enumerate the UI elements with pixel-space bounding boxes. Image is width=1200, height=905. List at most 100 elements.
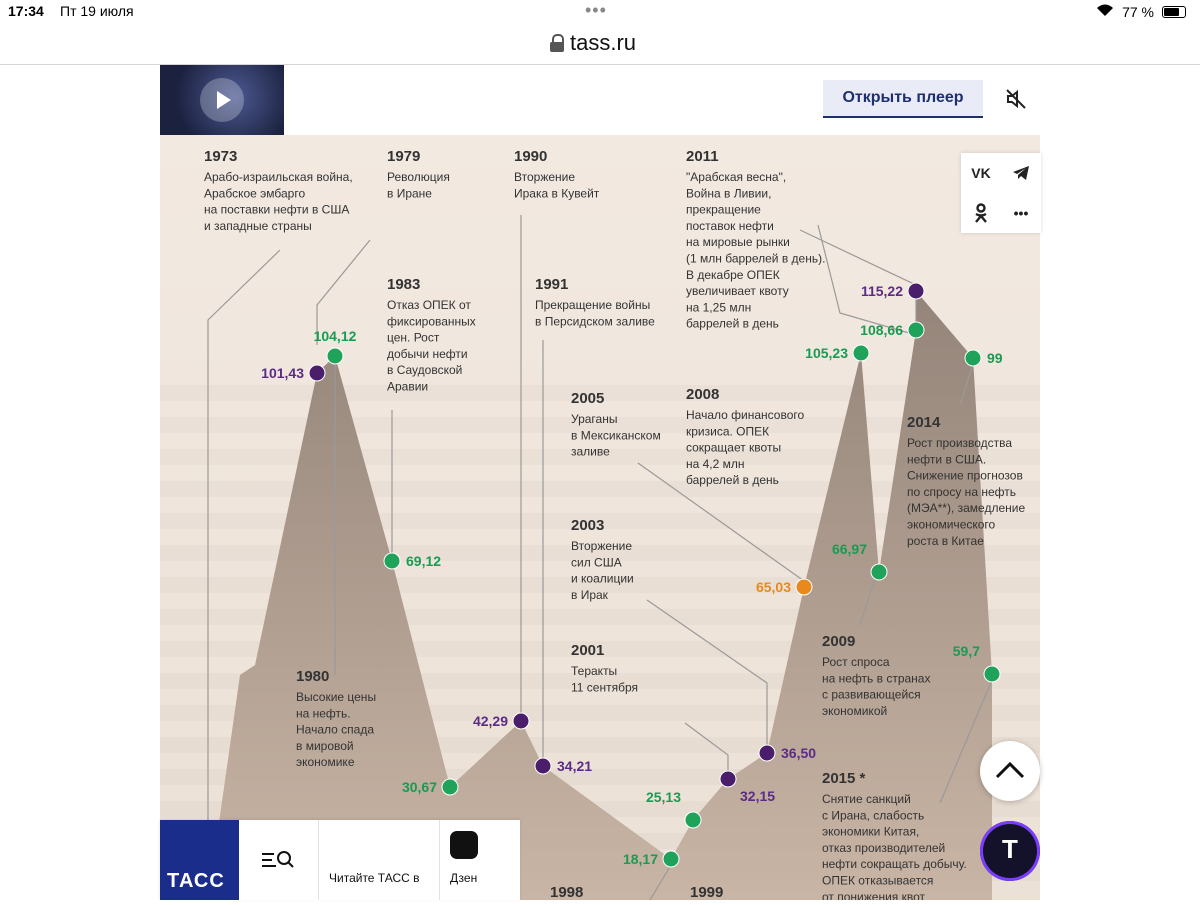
leader-line: [649, 864, 672, 900]
annotation-line: Снятие санкций: [822, 792, 911, 806]
annotation-line: кризиса. ОПЕК: [686, 424, 769, 438]
annotation-line: прекращение: [686, 203, 761, 217]
data-point-label: 105,23: [805, 345, 848, 361]
scroll-up-button[interactable]: [980, 741, 1040, 801]
annotation-line: в мировой: [296, 739, 354, 753]
annotation-line: на поставки нефти в США: [204, 203, 349, 217]
dzen-link[interactable]: Дзен: [440, 820, 520, 900]
annotation-line: Ирака в Кувейт: [514, 186, 600, 200]
annotation: 2015 * Снятие санкций с Ирана, слабость эко…: [822, 770, 967, 900]
data-point-green: [907, 321, 925, 339]
annotation-line: в Персидском заливе: [535, 314, 655, 328]
annotation-year: 2003: [571, 517, 604, 534]
read-tass-in-link[interactable]: Читайте ТАСС в: [319, 820, 440, 900]
annotation-line: Вторжение: [514, 170, 575, 184]
mute-icon[interactable]: [1004, 87, 1028, 111]
tass-assistant-button[interactable]: T: [980, 821, 1040, 881]
data-point-label: 18,17: [623, 851, 658, 867]
annotation-line: Отказ ОПЕК от: [387, 298, 471, 312]
telegram-icon[interactable]: [1001, 153, 1041, 193]
data-point-label: 69,12: [406, 553, 441, 569]
annotation-year: 1973: [204, 148, 237, 165]
address-bar[interactable]: tass.ru: [0, 24, 1200, 65]
status-date: Пт 19 июля: [60, 3, 134, 19]
annotation-line: экономики Китая,: [822, 825, 919, 839]
url-text: tass.ru: [570, 30, 637, 55]
vk-icon[interactable]: VK: [971, 165, 991, 181]
tass-logo[interactable]: ТАСС: [160, 820, 239, 900]
annotation-line: в Ирак: [571, 588, 609, 602]
annotation-line: экономикой: [822, 704, 887, 718]
annotation-year: 1983: [387, 276, 420, 293]
annotation-line: на нефть.: [296, 706, 351, 720]
menu-search-icon[interactable]: [240, 820, 319, 900]
annotation-line: ОПЕК отказывается: [822, 874, 933, 888]
open-player-button[interactable]: Открыть плеер: [823, 80, 983, 118]
play-icon[interactable]: [200, 78, 244, 122]
annotation-line: (МЭА**), замедление: [907, 501, 1025, 515]
annotation-line: Арабо-израильская война,: [204, 170, 353, 184]
annotation-line: Аравии: [387, 380, 428, 394]
data-point-label: 59,7: [953, 643, 980, 659]
data-point-purple: [534, 757, 552, 775]
url-display[interactable]: tass.ru: [550, 30, 636, 56]
annotation-line: добычи нефти: [387, 347, 468, 361]
annotation-year: 1998: [550, 884, 583, 900]
annotation-year: 2015 *: [822, 770, 866, 787]
annotation-year: 2009: [822, 633, 855, 650]
annotation-line: сил США: [571, 555, 622, 569]
annotation-line: поставок нефти: [686, 219, 774, 233]
annotation-line: Рост производства: [907, 436, 1012, 450]
data-point-label: 32,15: [740, 788, 775, 804]
video-player-bar: Открыть плеер: [160, 65, 1040, 135]
data-points: 101,43104,1269,1230,6742,2934,2118,1725,…: [261, 282, 1003, 868]
more-icon[interactable]: •••: [1013, 205, 1029, 221]
annotation-line: Ураганы: [571, 412, 617, 426]
leader-line: [646, 599, 768, 747]
video-thumbnail[interactable]: [160, 65, 284, 135]
annotation-year: 2011: [686, 148, 719, 165]
data-point-green: [684, 811, 702, 829]
data-point-green: [383, 552, 401, 570]
annotation-line: Революция: [387, 170, 450, 184]
annotation-year: 1990: [514, 148, 547, 165]
multitask-dots-icon[interactable]: •••: [585, 0, 607, 20]
data-point-green: [441, 778, 459, 796]
data-point-label: 42,29: [473, 713, 508, 729]
annotation-line: и западные страны: [204, 219, 312, 233]
data-point-green: [326, 347, 344, 365]
battery-icon: [1162, 5, 1186, 18]
annotation-year: 1979: [387, 148, 420, 165]
tass-logo-text: ТАСС: [167, 870, 225, 892]
lock-icon: [550, 34, 564, 52]
annotation-line: в Саудовской: [387, 363, 462, 377]
annotation-year: 2014: [907, 414, 941, 431]
data-point-purple: [512, 712, 530, 730]
odnoklassniki-icon[interactable]: [961, 193, 1001, 233]
annotation-line: с Ирана, слабость: [822, 808, 924, 822]
bottom-bar: ТАСС Читайте ТАСС в Дзен: [160, 820, 520, 900]
leader-line: [817, 224, 917, 336]
data-point-label: 101,43: [261, 365, 304, 381]
annotation-line: 11 сентября: [571, 680, 638, 694]
wifi-icon: [1096, 3, 1114, 20]
annotation-line: роста в Китае: [907, 534, 984, 548]
data-point-label: 65,03: [756, 579, 791, 595]
annotation-line: (1 млн баррелей в день).: [686, 252, 825, 266]
annotation-line: Снижение прогнозов: [907, 469, 1023, 483]
annotation-line: нефти в США.: [907, 452, 986, 466]
annotation-line: "Арабская весна",: [686, 170, 786, 184]
data-point-label: 34,21: [557, 758, 592, 774]
annotation: 1998: [550, 884, 583, 900]
annotation-line: Начало спада: [296, 723, 374, 737]
data-point-purple: [719, 770, 737, 788]
annotation-line: Начало финансового: [686, 408, 804, 422]
annotation-year: 1999: [690, 884, 723, 900]
